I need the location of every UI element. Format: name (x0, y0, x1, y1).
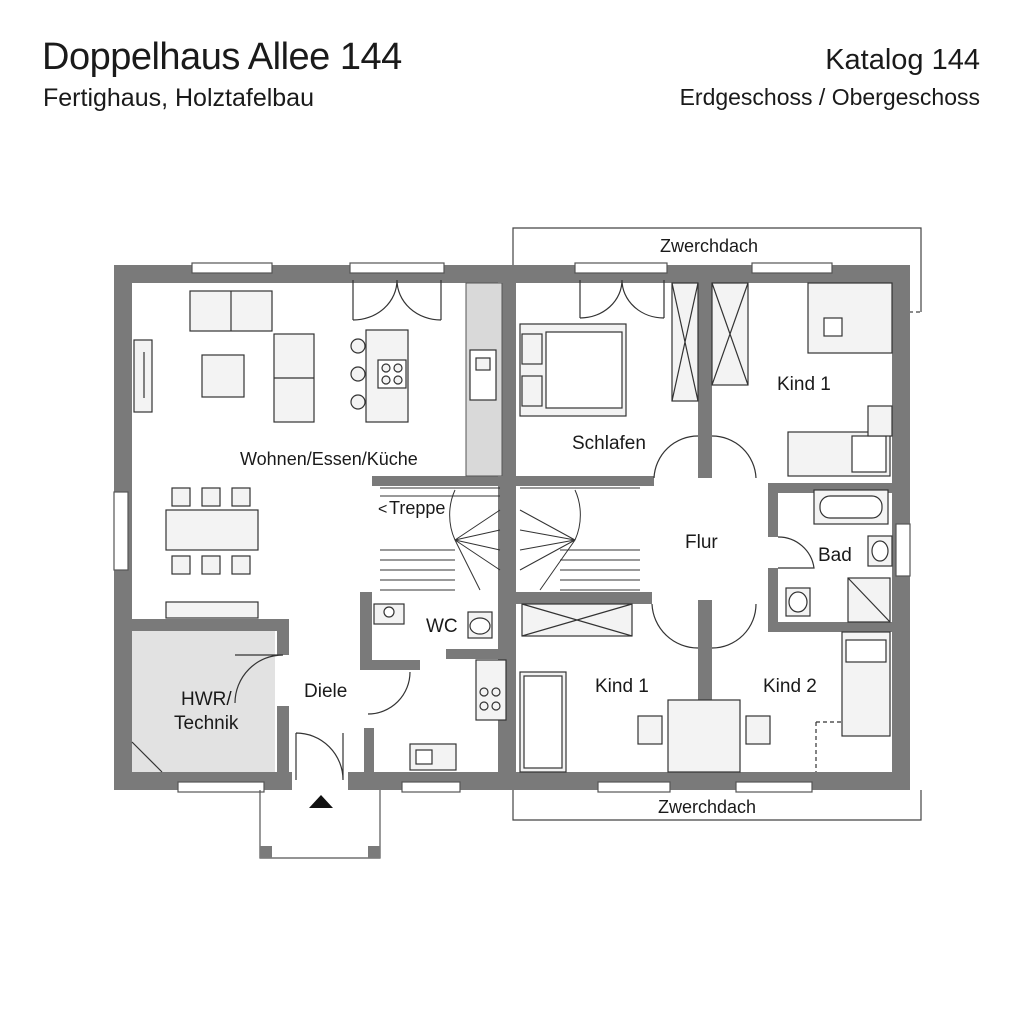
staircase (380, 487, 640, 591)
label-zwerchdach-top: Zwerchdach (660, 236, 758, 256)
windows (113, 262, 911, 793)
living-furniture (133, 290, 497, 619)
floor-indicator: Erdgeschoss / Obergeschoss (679, 84, 980, 110)
entrance-canopy (259, 790, 381, 859)
label-zwerchdach-bottom: Zwerchdach (658, 797, 756, 817)
label-wc: WC (426, 616, 458, 637)
plan-title: Doppelhaus Allee 144 (42, 36, 402, 78)
doors (234, 279, 815, 781)
hwr-room-fill (131, 629, 275, 772)
room-labels: Wohnen/Essen/Küche Treppe WC HWR/ Techni… (174, 236, 852, 817)
stair-arrow-icon: < (378, 501, 387, 518)
upper-furniture (131, 282, 893, 773)
label-schlafen: Schlafen (572, 433, 646, 454)
label-kind1-bottom: Kind 1 (595, 676, 649, 697)
wc-kitchen-fixtures (373, 603, 507, 771)
label-diele: Diele (304, 681, 347, 702)
label-kind2: Kind 2 (763, 676, 817, 697)
plan-subtitle: Fertighaus, Holztafelbau (43, 84, 314, 112)
catalog-number: Katalog 144 (825, 44, 980, 76)
label-flur: Flur (685, 532, 718, 553)
label-bad: Bad (818, 545, 852, 566)
label-hwr: HWR/ (181, 689, 232, 710)
label-hwr-technik: Technik (174, 713, 239, 734)
label-treppe: Treppe (389, 498, 445, 518)
cross-gable-outline (512, 227, 922, 821)
label-kind1-top: Kind 1 (777, 374, 831, 395)
label-wohnen: Wohnen/Essen/Küche (240, 449, 418, 469)
